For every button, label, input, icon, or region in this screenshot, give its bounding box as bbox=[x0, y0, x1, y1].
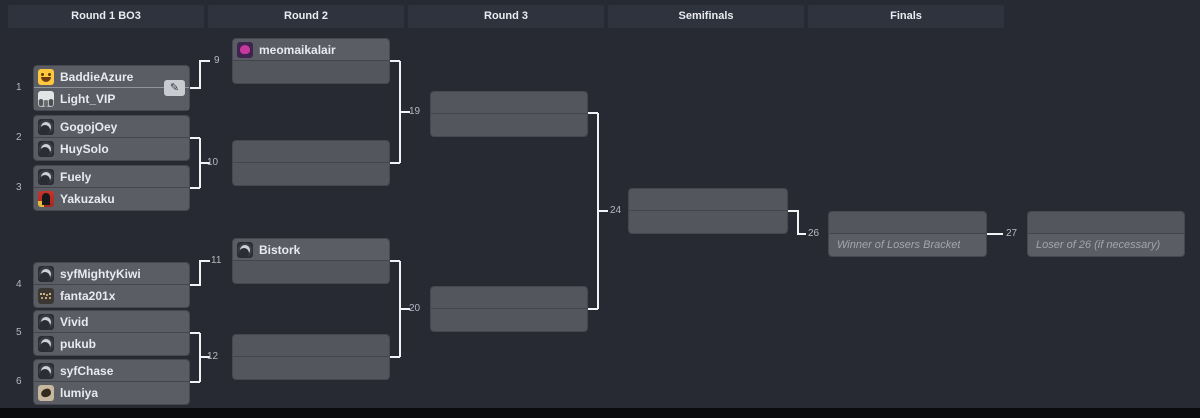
player-slot[interactable] bbox=[431, 114, 587, 136]
player-slot[interactable]: Vivid bbox=[34, 311, 189, 333]
player-placeholder: Loser of 26 (if necessary) bbox=[1036, 239, 1161, 251]
player-avatar-icon bbox=[38, 141, 54, 157]
player-slot[interactable]: Light_VIP bbox=[34, 88, 189, 110]
player-avatar-icon bbox=[38, 265, 54, 282]
player-slot[interactable] bbox=[233, 335, 389, 357]
match-box-12 bbox=[232, 334, 390, 380]
match-box-10 bbox=[232, 140, 390, 186]
match-number-9: 9 bbox=[214, 55, 220, 66]
player-slot[interactable]: Bistork bbox=[233, 239, 389, 261]
player-slot[interactable] bbox=[629, 211, 787, 233]
match-number-24: 24 bbox=[610, 205, 622, 216]
player-slot[interactable]: Loser of 26 (if necessary) bbox=[1028, 234, 1184, 256]
player-slot[interactable] bbox=[233, 61, 389, 83]
match-number-12: 12 bbox=[207, 351, 219, 362]
player-name: Fuely bbox=[60, 169, 92, 184]
player-slot[interactable] bbox=[233, 163, 389, 185]
player-name: pukub bbox=[60, 337, 96, 351]
player-name: GogojOey bbox=[60, 119, 118, 134]
player-placeholder: Winner of Losers Bracket bbox=[837, 239, 961, 251]
player-name: lumiya bbox=[60, 386, 99, 400]
player-slot[interactable] bbox=[1028, 212, 1184, 234]
player-slot[interactable] bbox=[431, 92, 587, 114]
match-box-27: Loser of 26 (if necessary) bbox=[1027, 211, 1185, 257]
player-avatar-icon bbox=[38, 91, 54, 107]
player-avatar-icon bbox=[38, 288, 54, 304]
match-box-2: GogojOey HuySolo bbox=[33, 115, 190, 161]
player-slot[interactable] bbox=[629, 189, 787, 211]
player-slot[interactable] bbox=[233, 141, 389, 163]
player-slot[interactable] bbox=[829, 212, 986, 234]
player-slot[interactable] bbox=[431, 309, 587, 331]
player-name: Bistork bbox=[259, 242, 301, 257]
match-number-11: 11 bbox=[211, 255, 222, 266]
match-box-3: Fuely Yakuzaku bbox=[33, 165, 190, 211]
player-avatar-icon bbox=[38, 336, 54, 352]
match-box-24 bbox=[628, 188, 788, 234]
match-number-27: 27 bbox=[1006, 228, 1018, 239]
match-number-26: 26 bbox=[808, 228, 820, 239]
player-name: meomaikalair bbox=[259, 42, 336, 57]
player-slot[interactable]: pukub bbox=[34, 333, 189, 355]
player-slot[interactable]: syfMightyKiwi bbox=[34, 263, 189, 285]
player-name: Vivid bbox=[60, 314, 89, 329]
player-avatar-icon bbox=[38, 68, 54, 85]
round-header-semifinals: Semifinals bbox=[608, 5, 804, 28]
player-name: fanta201x bbox=[60, 289, 116, 303]
match-number-19: 19 bbox=[409, 106, 421, 117]
round-header-finals: Finals bbox=[808, 5, 1004, 28]
player-avatar-icon bbox=[38, 191, 54, 207]
round-header-round3: Round 3 bbox=[408, 5, 604, 28]
player-slot[interactable]: syfChase bbox=[34, 360, 189, 382]
player-avatar-icon bbox=[38, 168, 54, 185]
match-box-5: Vivid pukub bbox=[33, 310, 190, 356]
match-number-10: 10 bbox=[207, 157, 219, 168]
match-number-2: 2 bbox=[16, 132, 22, 143]
match-box-4: syfMightyKiwi fanta201x bbox=[33, 262, 190, 308]
player-name: syfChase bbox=[60, 363, 114, 378]
player-name: HuySolo bbox=[60, 142, 109, 156]
match-box-9: meomaikalair bbox=[232, 38, 390, 84]
bottom-bar bbox=[0, 408, 1200, 418]
player-avatar-icon bbox=[38, 362, 54, 379]
round-header-round1: Round 1 BO3 bbox=[8, 5, 204, 28]
player-name: Yakuzaku bbox=[60, 192, 115, 206]
player-name: Light_VIP bbox=[60, 92, 116, 106]
player-slot[interactable] bbox=[233, 357, 389, 379]
player-slot[interactable]: meomaikalair bbox=[233, 39, 389, 61]
player-avatar-icon bbox=[237, 41, 253, 58]
match-box-20 bbox=[430, 286, 588, 332]
player-slot[interactable]: GogojOey bbox=[34, 116, 189, 138]
match-box-6: syfChase lumiya bbox=[33, 359, 190, 405]
match-box-19 bbox=[430, 91, 588, 137]
player-name: syfMightyKiwi bbox=[60, 266, 141, 281]
player-avatar-icon bbox=[38, 313, 54, 330]
match-number-4: 4 bbox=[16, 279, 22, 290]
player-slot[interactable] bbox=[431, 287, 587, 309]
player-slot[interactable]: fanta201x bbox=[34, 285, 189, 307]
match-number-20: 20 bbox=[409, 303, 421, 314]
edit-pencil-icon[interactable]: ✎ bbox=[164, 80, 185, 96]
player-slot[interactable]: HuySolo bbox=[34, 138, 189, 160]
match-number-3: 3 bbox=[16, 182, 22, 193]
player-avatar-icon bbox=[38, 385, 54, 401]
player-name: BaddieAzure bbox=[60, 69, 134, 84]
match-box-26: Winner of Losers Bracket bbox=[828, 211, 987, 257]
player-slot[interactable]: BaddieAzure bbox=[34, 66, 189, 88]
match-box-11: Bistork bbox=[232, 238, 390, 284]
player-slot[interactable]: Fuely bbox=[34, 166, 189, 188]
match-number-1: 1 bbox=[16, 82, 22, 93]
player-slot[interactable]: lumiya bbox=[34, 382, 189, 404]
player-slot[interactable]: Winner of Losers Bracket bbox=[829, 234, 986, 256]
player-slot[interactable]: Yakuzaku bbox=[34, 188, 189, 210]
match-box-1: BaddieAzure Light_VIP ✎ bbox=[33, 65, 190, 111]
round-header-round2: Round 2 bbox=[208, 5, 404, 28]
player-avatar-icon bbox=[237, 241, 253, 258]
player-slot[interactable] bbox=[233, 261, 389, 283]
match-number-5: 5 bbox=[16, 327, 22, 338]
match-number-6: 6 bbox=[16, 376, 22, 387]
player-avatar-icon bbox=[38, 118, 54, 135]
